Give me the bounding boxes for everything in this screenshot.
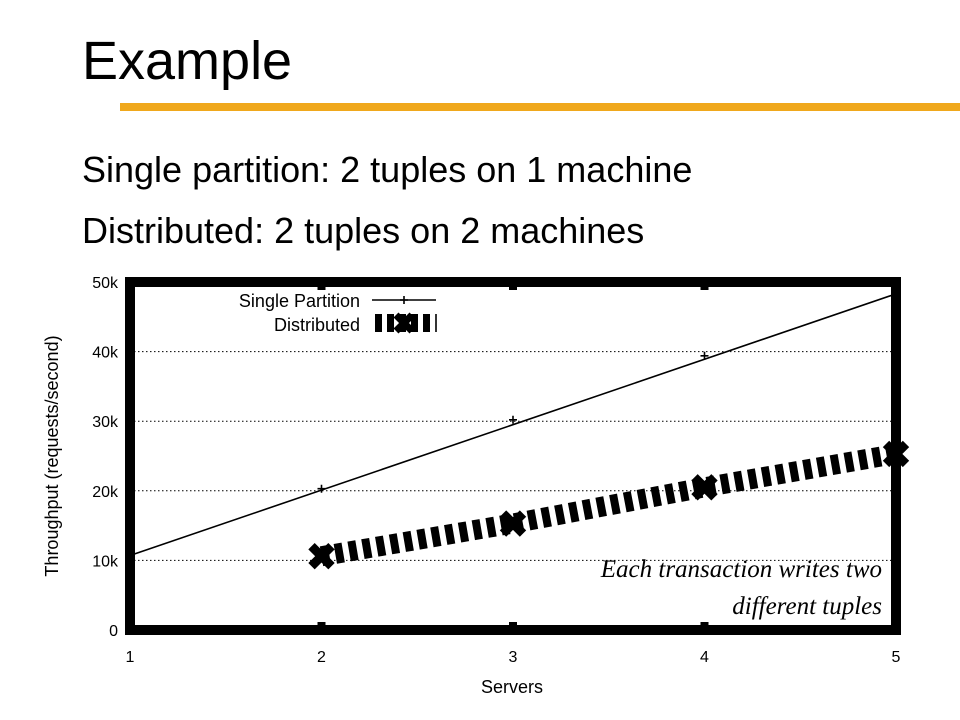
y-tick-label: 10k: [92, 553, 119, 570]
legend-label-distributed: Distributed: [274, 315, 360, 335]
y-tick-label: 0: [109, 623, 118, 640]
y-tick-label: 50k: [92, 275, 119, 292]
legend: Single Partition Distributed: [239, 291, 437, 335]
x-tick-label: 1: [126, 649, 135, 666]
axis-ticks: 0 10k 20k 30k 40k 50k 1 2 3 4 5: [92, 275, 900, 666]
x-tick-label: 2: [317, 649, 326, 666]
point-distributed: [308, 543, 335, 570]
x-axis-label: Servers: [481, 677, 543, 697]
y-tick-label: 40k: [92, 345, 119, 362]
point-single-partition: [509, 415, 517, 424]
legend-label-single-partition: Single Partition: [239, 291, 360, 311]
bullet-single-partition: Single partition: 2 tuples on 1 machine: [82, 149, 693, 190]
y-tick-label: 20k: [92, 484, 119, 501]
series-line-single-partition: [129, 293, 897, 557]
annotation-line-2: different tuples: [732, 593, 882, 620]
annotation-line-1: Each transaction writes two: [600, 556, 882, 583]
x-tick-label: 3: [509, 649, 518, 666]
series-line-distributed: [319, 444, 898, 567]
point-distributed: [691, 474, 718, 501]
slide-title: Example: [82, 31, 293, 91]
y-tick-label: 30k: [92, 414, 119, 431]
point-single-partition: [317, 484, 326, 493]
legend-marker-single-partition: [400, 296, 408, 304]
y-axis-label: Throughput (requests/second): [42, 335, 62, 576]
bullet-distributed: Distributed: 2 tuples on 2 machines: [82, 210, 645, 251]
series-layer: [129, 289, 910, 570]
point-single-partition: [700, 351, 709, 360]
point-distributed: [499, 510, 527, 537]
title-underline: [120, 103, 960, 111]
legend-marker-distributed: [393, 312, 415, 334]
x-tick-label: 5: [892, 649, 901, 666]
x-tick-label: 4: [700, 649, 709, 666]
